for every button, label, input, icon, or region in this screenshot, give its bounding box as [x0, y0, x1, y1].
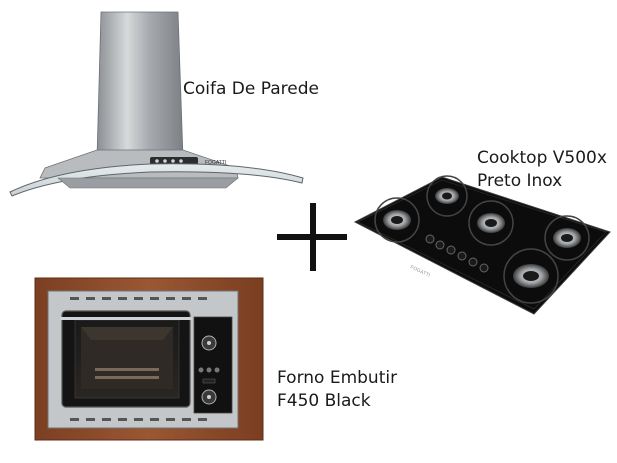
cooktop-label: Cooktop V500x Preto Inox — [477, 147, 607, 193]
cooktop-burner — [426, 175, 468, 217]
cooktop-burner — [374, 197, 420, 243]
cooktop-brand-mark: FOGATTI — [409, 264, 431, 278]
hood-brand-mark: FOGATTI — [205, 160, 226, 166]
cooktop-image: FOGATTI — [353, 175, 611, 315]
oven-label-line2: F450 Black — [277, 391, 371, 411]
cooktop-burner-large — [503, 248, 559, 304]
cooktop-burner — [468, 200, 514, 246]
cooktop-label-line2: Preto Inox — [477, 171, 563, 191]
oven-timer-buttons — [198, 367, 220, 384]
built-in-oven-image — [34, 277, 264, 441]
oven-knob — [201, 335, 217, 351]
oven-vent-bottom — [70, 418, 207, 421]
cooktop-burner — [544, 215, 590, 261]
range-hood-label: Coifa De Parede — [183, 79, 319, 99]
range-hood-image: FOGATTI — [9, 11, 304, 197]
oven-vent-top — [70, 297, 207, 300]
oven-knob — [201, 389, 217, 405]
oven-label: Forno Embutir F450 Black — [277, 367, 397, 413]
plus-icon — [277, 203, 347, 271]
cooktop-knob-row — [425, 234, 489, 273]
oven-label-line1: Forno Embutir — [277, 368, 398, 388]
cooktop-label-line1: Cooktop V500x — [477, 148, 607, 168]
